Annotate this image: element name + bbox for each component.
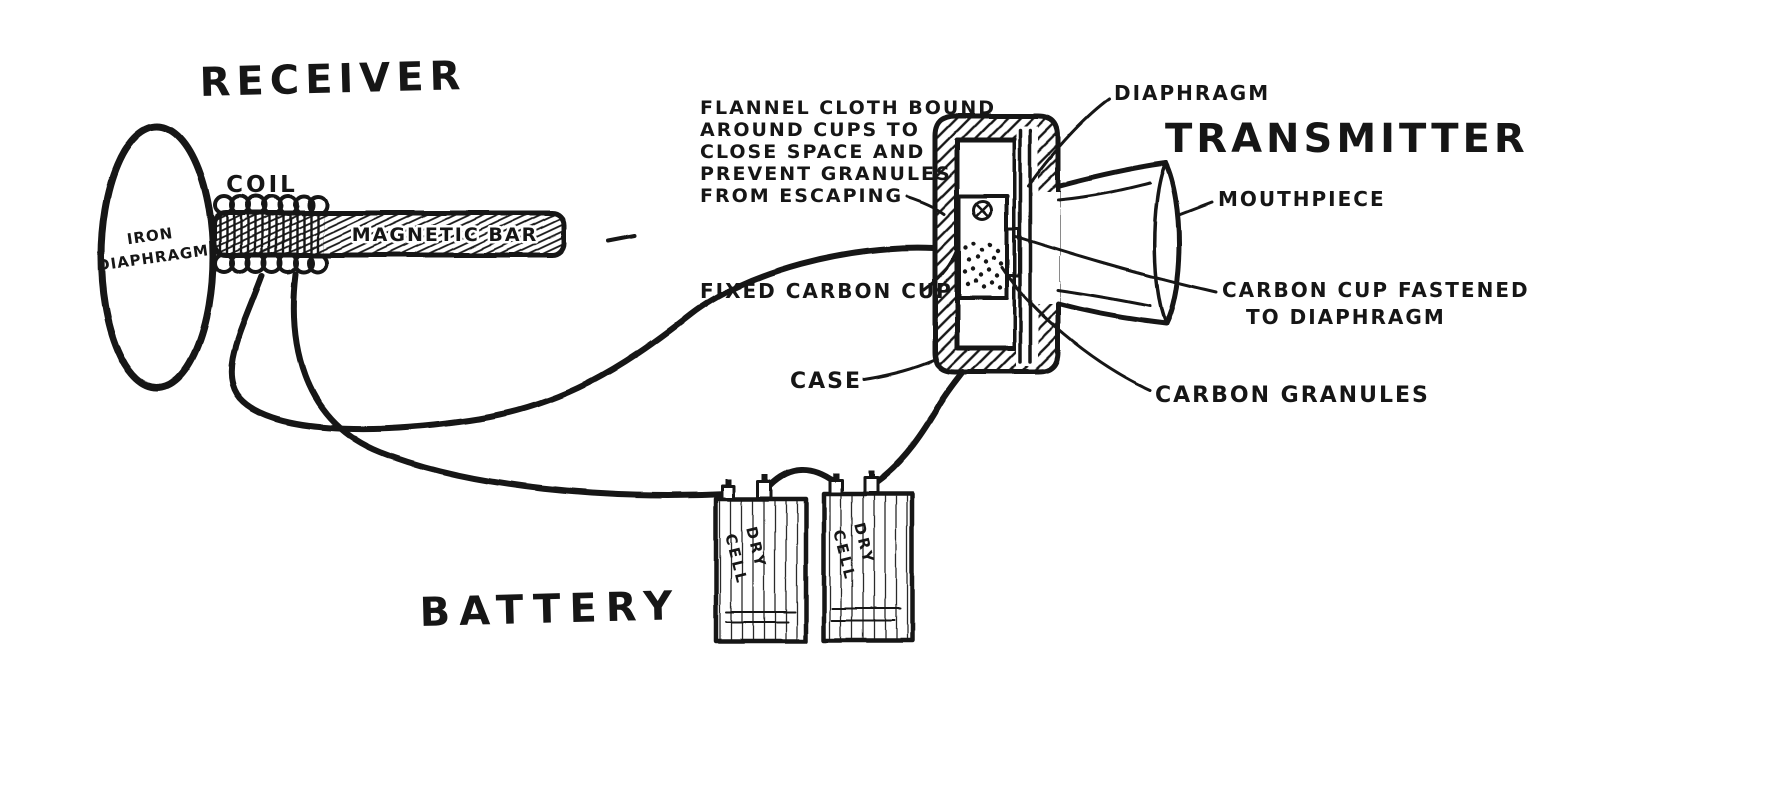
- leader-mouthpiece: [1176, 200, 1214, 217]
- coil-label: COIL: [226, 172, 298, 198]
- mouthpiece-label: MOUTHPIECE: [1218, 187, 1386, 211]
- cell1-terminal-right: [756, 480, 773, 500]
- wire-coil-to-transmitter: [228, 244, 937, 432]
- fixed-carbon-cup-label: FIXED CARBON CUP: [700, 279, 953, 303]
- flannel-note-line4: PREVENT GRANULES: [700, 163, 952, 185]
- receiver-title: RECEIVER: [199, 53, 467, 106]
- moving-carbon-cup: [1005, 226, 1021, 278]
- flannel-note-line5: FROM ESCAPING: [700, 185, 903, 207]
- case-label: CASE: [790, 369, 862, 394]
- flannel-note-line1: FLANNEL CLOTH BOUND: [700, 97, 996, 119]
- circuit-wires: [228, 244, 966, 499]
- battery: [713, 471, 915, 644]
- break-dash: [606, 234, 636, 243]
- cell2-terminal-left: [828, 479, 844, 496]
- leader-case: [862, 358, 936, 381]
- mouthpiece-horn: [1055, 160, 1182, 327]
- cell2-terminal-right: [862, 476, 879, 495]
- coil-winding: [213, 194, 329, 274]
- leader-carbon-granules: [1000, 266, 1152, 392]
- carbon-cup-fastened-label: CARBON CUP FASTENED TO DIAPHRAGM: [1222, 278, 1530, 329]
- wire-battery-to-transmitter: [871, 369, 966, 487]
- leader-diaphragm: [1026, 96, 1112, 188]
- diaphragm-label: DIAPHRAGM: [1114, 81, 1270, 105]
- carbon-cup-fastened-line1: CARBON CUP FASTENED: [1222, 278, 1530, 302]
- transmitter-title: TRANSMITTER: [1165, 116, 1529, 162]
- carbon-cup-fastened-line2: TO DIAPHRAGM: [1246, 305, 1446, 329]
- receiver-diaphragm-oval: [97, 122, 217, 392]
- magnetic-bar-label: MAGNETIC BAR: [352, 224, 539, 246]
- cell1-terminal-left: [720, 484, 736, 501]
- flannel-note-label: FLANNEL CLOTH BOUND AROUND CUPS TO CLOSE…: [700, 97, 996, 207]
- leader-fixed-carbon-cup: [922, 246, 960, 292]
- wire-cell-to-cell: [767, 467, 837, 489]
- leader-flannel-note: [905, 195, 946, 216]
- lettering: RECEIVER TRANSMITTER BATTERY IRON DIAPHR…: [96, 53, 1530, 636]
- battery-title: BATTERY: [419, 583, 682, 636]
- battery-cell-2: [821, 471, 915, 643]
- battery-cell-1: [713, 475, 809, 644]
- ink-artwork: [97, 96, 1218, 644]
- carbon-granules-dots: [962, 241, 1004, 291]
- leader-carbon-cup-fastened: [1014, 234, 1218, 294]
- flannel-note-line2: AROUND CUPS TO: [700, 119, 920, 141]
- wire-coil-to-battery: [290, 271, 731, 499]
- leader-lines: [862, 96, 1218, 392]
- carbon-granules-label: CARBON GRANULES: [1155, 383, 1430, 408]
- flannel-note-line3: CLOSE SPACE AND: [700, 141, 925, 163]
